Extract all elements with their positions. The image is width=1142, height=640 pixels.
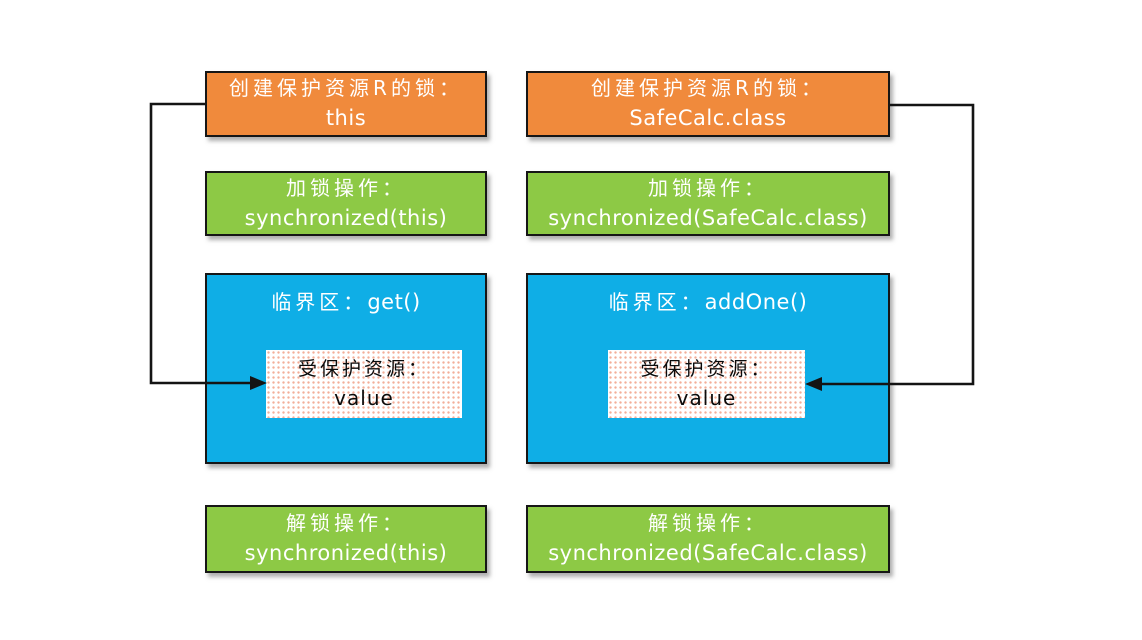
left-critical-title-zh: 临界区： bbox=[271, 290, 368, 314]
right-protected-resource-value: value bbox=[676, 386, 737, 411]
right-unlock-operation-code: synchronized(SafeCalc.class) bbox=[548, 541, 868, 566]
left-critical-title-code: get() bbox=[367, 290, 421, 314]
right-protected-resource-label: 受保护资源： bbox=[640, 357, 773, 380]
right-lock-operation-box: 加锁操作： synchronized(SafeCalc.class) bbox=[526, 171, 890, 236]
left-create-lock-box: 创建保护资源R的锁： this bbox=[205, 71, 487, 137]
right-create-lock-box: 创建保护资源R的锁： SafeCalc.class bbox=[526, 71, 890, 137]
left-protected-resource-value: value bbox=[334, 386, 394, 411]
right-unlock-operation-box: 解锁操作： synchronized(SafeCalc.class) bbox=[526, 505, 890, 573]
right-lock-operation-label: 加锁操作： bbox=[648, 175, 768, 200]
left-unlock-operation-label: 解锁操作： bbox=[286, 511, 406, 536]
left-protected-resource-label: 受保护资源： bbox=[297, 357, 430, 380]
left-lock-operation-code: synchronized(this) bbox=[244, 205, 448, 230]
right-create-lock-label: 创建保护资源R的锁： bbox=[591, 76, 825, 101]
right-protected-resource-box: 受保护资源： value bbox=[608, 350, 805, 418]
left-protected-resource-box: 受保护资源： value bbox=[266, 350, 462, 418]
right-create-lock-code: SafeCalc.class bbox=[629, 106, 787, 131]
right-lock-operation-code: synchronized(SafeCalc.class) bbox=[548, 205, 868, 230]
right-critical-section-title: 临界区：addOne() bbox=[609, 287, 808, 317]
left-lock-operation-label: 加锁操作： bbox=[286, 175, 406, 200]
left-lock-operation-box: 加锁操作： synchronized(this) bbox=[205, 171, 487, 236]
right-unlock-operation-label: 解锁操作： bbox=[648, 511, 768, 536]
left-create-lock-label: 创建保护资源R的锁： bbox=[229, 76, 463, 101]
right-critical-title-zh: 临界区： bbox=[608, 290, 705, 314]
left-critical-section-title: 临界区：get() bbox=[271, 287, 420, 317]
left-unlock-operation-box: 解锁操作： synchronized(this) bbox=[205, 505, 487, 573]
left-create-lock-code: this bbox=[325, 106, 367, 131]
left-unlock-operation-code: synchronized(this) bbox=[244, 541, 448, 566]
right-critical-title-code: addOne() bbox=[704, 290, 808, 314]
